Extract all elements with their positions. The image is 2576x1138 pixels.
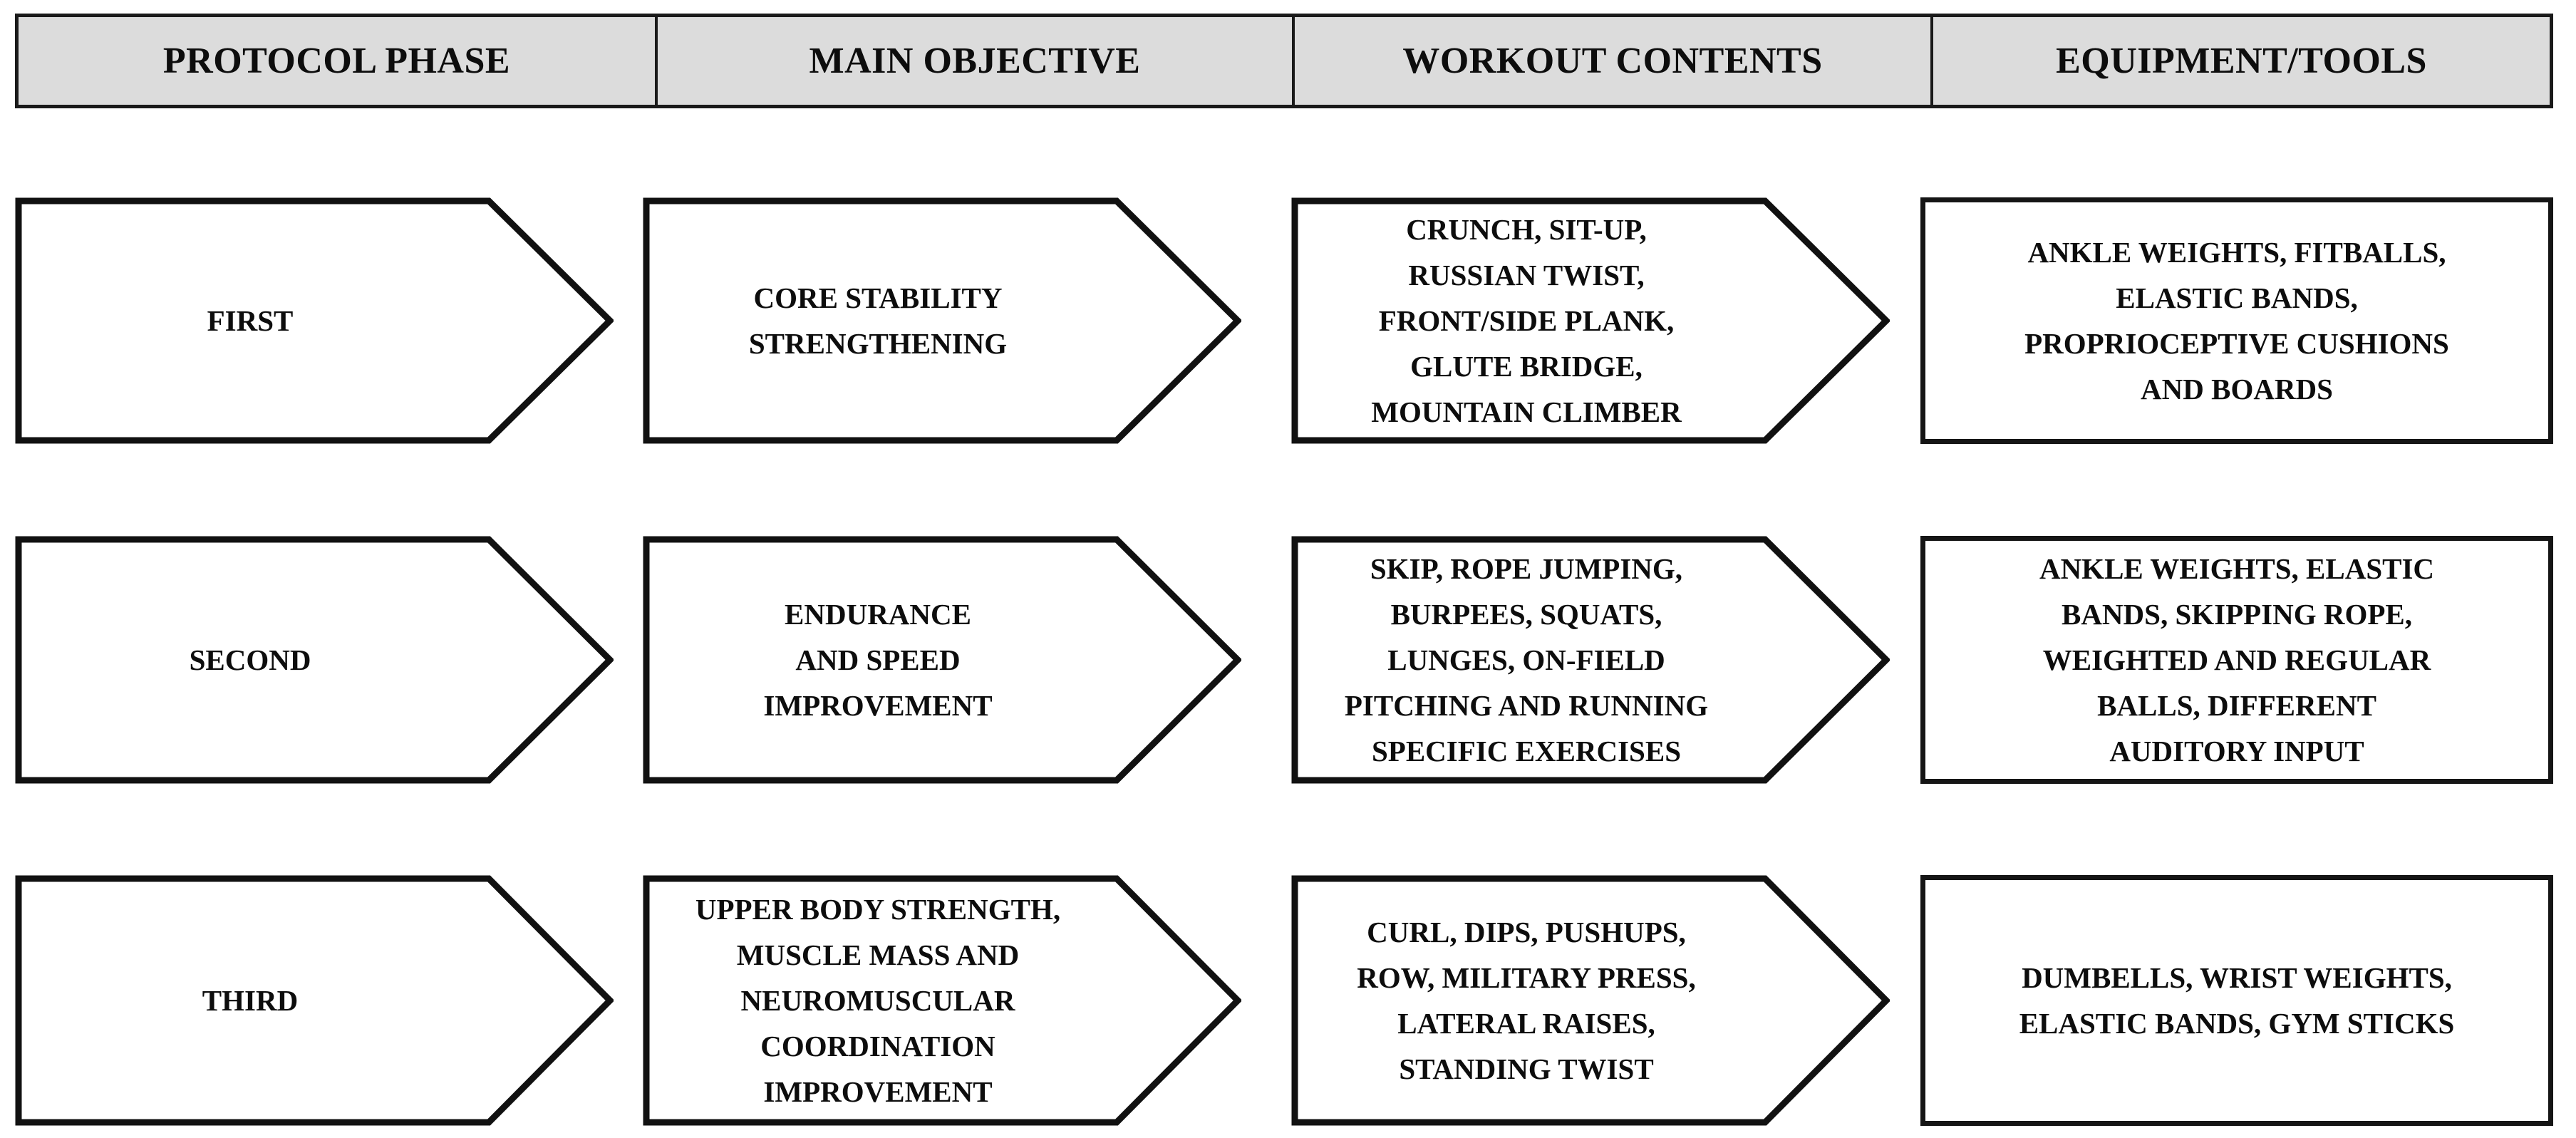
objective-label-second: ENDURANCE AND SPEED IMPROVEMENT xyxy=(763,598,993,722)
rectangle-shape-icon xyxy=(1920,197,2553,444)
equipment-box-third: DUMBELLS, WRIST WEIGHTS, ELASTIC BANDS, … xyxy=(1920,875,2553,1126)
header-cell-equipment-tools: EQUIPMENT/TOOLS xyxy=(1933,17,2550,105)
objective-label-third: UPPER BODY STRENGTH, MUSCLE MASS AND NEU… xyxy=(695,893,1061,1108)
header-label-workout-contents: WORKOUT CONTENTS xyxy=(1402,40,1823,81)
equipment-label-third: DUMBELLS, WRIST WEIGHTS, ELASTIC BANDS, … xyxy=(2019,961,2455,1040)
phase-label-third: THIRD xyxy=(202,984,299,1017)
workout-arrow-third: CURL, DIPS, PUSHUPS, ROW, MILITARY PRESS… xyxy=(1291,875,1890,1126)
rectangle-shape-icon xyxy=(1920,875,2553,1126)
rectangle-shape-icon xyxy=(1920,536,2553,784)
equipment-box-first: ANKLE WEIGHTS, FITBALLS, ELASTIC BANDS, … xyxy=(1920,197,2553,444)
header-cell-main-objective: MAIN OBJECTIVE xyxy=(658,17,1295,105)
header-cell-workout-contents: WORKOUT CONTENTS xyxy=(1295,17,1933,105)
arrow-shape-icon xyxy=(643,536,1241,784)
arrow-shape-icon xyxy=(1291,197,1890,444)
arrow-shape-icon xyxy=(15,875,614,1126)
workout-arrow-second: SKIP, ROPE JUMPING, BURPEES, SQUATS, LUN… xyxy=(1291,536,1890,784)
phase-label-first: FIRST xyxy=(207,304,294,337)
objective-label-first: CORE STABILITY STRENGTHENING xyxy=(748,281,1008,360)
phase-arrow-second: SECOND xyxy=(15,536,614,784)
header-label-main-objective: MAIN OBJECTIVE xyxy=(809,40,1141,81)
arrow-shape-icon xyxy=(1291,536,1890,784)
arrow-shape-icon xyxy=(643,197,1241,444)
table-header-row: PROTOCOL PHASE MAIN OBJECTIVE WORKOUT CO… xyxy=(15,14,2553,108)
workout-label-first: CRUNCH, SIT-UP, RUSSIAN TWIST, FRONT/SID… xyxy=(1371,213,1682,428)
phase-arrow-first: FIRST xyxy=(15,197,614,444)
workout-label-second: SKIP, ROPE JUMPING, BURPEES, SQUATS, LUN… xyxy=(1344,552,1709,767)
phase-arrow-third: THIRD xyxy=(15,875,614,1126)
arrow-shape-icon xyxy=(15,536,614,784)
header-label-protocol-phase: PROTOCOL PHASE xyxy=(162,40,511,81)
arrow-shape-icon xyxy=(1291,875,1890,1126)
objective-arrow-first: CORE STABILITY STRENGTHENING xyxy=(643,197,1241,444)
phase-label-second: SECOND xyxy=(189,643,311,676)
arrow-shape-icon xyxy=(643,875,1241,1126)
equipment-box-second: ANKLE WEIGHTS, ELASTIC BANDS, SKIPPING R… xyxy=(1920,536,2553,784)
objective-arrow-second: ENDURANCE AND SPEED IMPROVEMENT xyxy=(643,536,1241,784)
arrow-shape-icon xyxy=(15,197,614,444)
header-cell-protocol-phase: PROTOCOL PHASE xyxy=(19,17,658,105)
header-label-equipment-tools: EQUIPMENT/TOOLS xyxy=(2056,40,2427,81)
objective-arrow-third: UPPER BODY STRENGTH, MUSCLE MASS AND NEU… xyxy=(643,875,1241,1126)
equipment-label-first: ANKLE WEIGHTS, FITBALLS, ELASTIC BANDS, … xyxy=(2024,236,2449,405)
equipment-label-second: ANKLE WEIGHTS, ELASTIC BANDS, SKIPPING R… xyxy=(2039,552,2435,767)
workout-label-third: CURL, DIPS, PUSHUPS, ROW, MILITARY PRESS… xyxy=(1357,916,1696,1085)
workout-arrow-first: CRUNCH, SIT-UP, RUSSIAN TWIST, FRONT/SID… xyxy=(1291,197,1890,444)
